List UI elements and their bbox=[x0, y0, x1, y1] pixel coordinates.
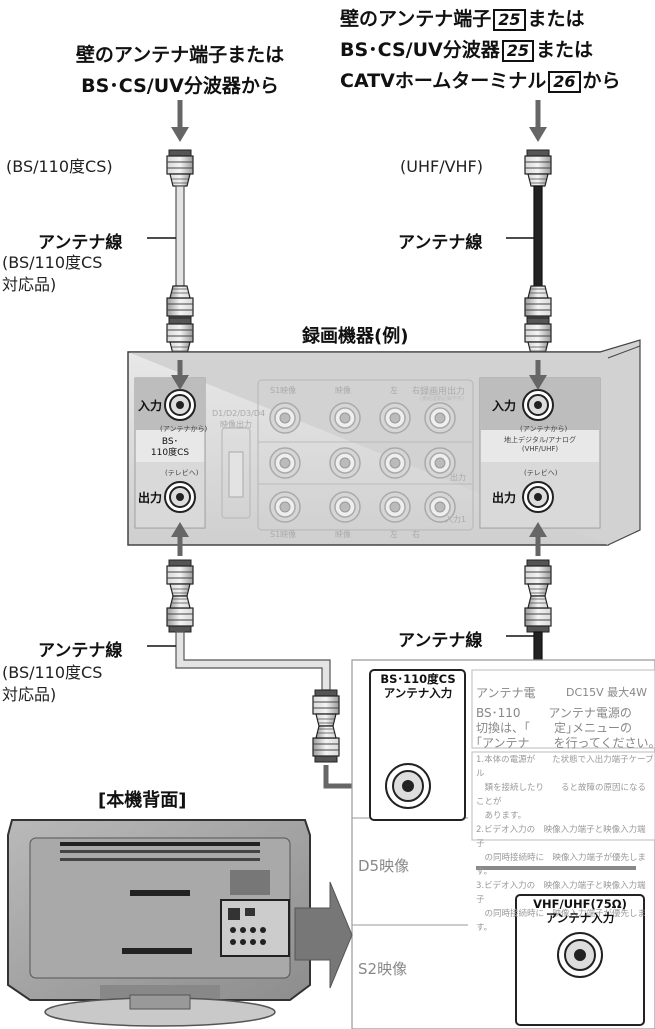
recorder-rec-out-sub: (番組連動記録不可) bbox=[420, 396, 464, 402]
antenna-cable-label-left-top: アンテナ線 bbox=[38, 233, 123, 253]
panel-text1: BS･110 アンテナ電源の bbox=[476, 706, 632, 720]
left-lower-cable bbox=[147, 559, 340, 763]
panel-dc-spec: DC15V 最大4W bbox=[566, 686, 648, 699]
recorder-vhf-output-jack bbox=[522, 481, 554, 513]
arrow-out-recorder-left bbox=[171, 522, 189, 556]
recorder-bs-input-label: 入力 bbox=[138, 399, 163, 413]
left-top-signal-label: (BS/110度CS) bbox=[6, 157, 113, 176]
arrow-down-right-top bbox=[529, 100, 547, 142]
recorder-video-out-label: 映像出力 bbox=[220, 420, 252, 429]
page-ref-26[interactable]: 26 bbox=[548, 71, 581, 93]
recorder-title: 録画機器(例) bbox=[302, 326, 409, 347]
recorder-bs-input-jack bbox=[164, 389, 196, 421]
panel-d5-video: D5映像 bbox=[358, 857, 410, 875]
recorder-vhf-input-jack bbox=[522, 389, 554, 421]
panel-s2-video: S2映像 bbox=[358, 960, 408, 978]
recorder-video-top: 映像 bbox=[335, 386, 351, 395]
left-source-label: 壁のアンテナ端子または BS･CS/UV分波器から bbox=[60, 40, 300, 102]
recorder-d-out-label: D1/D2/D3/D4 bbox=[212, 409, 266, 418]
recorder-device bbox=[127, 339, 641, 546]
antenna-cable-label-right-top: アンテナ線 bbox=[398, 233, 483, 253]
left-top-cable bbox=[147, 149, 194, 355]
antenna-cable-label-left-bottom: アンテナ線 bbox=[38, 641, 123, 661]
panel-vhf-input-label: VHF/UHF(75Ω) アンテナ入力 bbox=[533, 897, 627, 925]
recorder-bs-to-tv: (テレビへ) bbox=[165, 469, 199, 477]
recorder-out-label: 出力 bbox=[450, 473, 466, 482]
recorder-rec-out: 録画用出力 bbox=[420, 387, 466, 397]
recorder-bs-output-label: 出力 bbox=[138, 491, 163, 505]
recorder-in1-label: 入力1 bbox=[445, 515, 467, 524]
recorder-vhf-to-tv: (テレビへ) bbox=[524, 469, 558, 477]
cable-note-left-bottom: (BS/110度CS 対応品) bbox=[2, 663, 103, 704]
panel-notes: 1.本体の電源が た状態で入出力端子ケーブル 類を接続したり ると故障の原因にな… bbox=[476, 755, 654, 933]
left-source-line1: 壁のアンテナ端子または bbox=[75, 44, 285, 66]
panel-bs-input-label: BS･110度CS アンテナ入力 bbox=[380, 672, 456, 700]
tv-terminal-panel bbox=[351, 659, 655, 1029]
zoom-arrow bbox=[294, 881, 353, 989]
tv-back-title: [本機背面] bbox=[98, 790, 187, 811]
recorder-vhf-from-antenna: (アンテナから) bbox=[520, 425, 568, 433]
arrow-down-left-top bbox=[171, 100, 189, 142]
recorder-right-bottom: 右 bbox=[412, 530, 420, 539]
arrow-into-recorder-right bbox=[529, 360, 547, 390]
arrow-into-recorder-left bbox=[171, 360, 189, 390]
recorder-s1-video-top: S1映像 bbox=[270, 386, 297, 395]
antenna-cable-label-right-bottom: アンテナ線 bbox=[398, 631, 483, 651]
right-top-signal-label: (UHF/VHF) bbox=[400, 157, 483, 176]
recorder-left-top: 左 bbox=[390, 386, 398, 395]
panel-text2: 切換は、｢ 定｣メニューの bbox=[476, 721, 633, 735]
page-ref-25b[interactable]: 25 bbox=[501, 40, 534, 62]
recorder-vhf-output-label: 出力 bbox=[492, 491, 517, 505]
recorder-bs-output-jack bbox=[164, 481, 196, 513]
right-top-cable bbox=[506, 149, 552, 355]
left-source-line2: BS･CS/UV分波器から bbox=[81, 75, 279, 97]
recorder-left-bottom: 左 bbox=[390, 530, 398, 539]
recorder-video-bottom: 映像 bbox=[335, 530, 351, 539]
recorder-s1-video-bottom: S1映像 bbox=[270, 530, 297, 539]
arrow-out-recorder-right bbox=[529, 522, 547, 556]
page-ref-25a[interactable]: 25 bbox=[493, 9, 526, 31]
recorder-right-top: 右 bbox=[412, 386, 420, 395]
recorder-terrestrial-label: 地上デジタル/アナログ (VHF/UHF) bbox=[503, 436, 577, 453]
tv-back bbox=[7, 819, 311, 1027]
panel-antenna-power: アンテナ電 bbox=[476, 686, 536, 700]
panel-text3: ｢アンテナ を行ってください。 bbox=[476, 736, 655, 750]
recorder-bs-from-antenna: (アンテナから) bbox=[160, 425, 208, 433]
cable-note-left-top: (BS/110度CS 対応品) bbox=[2, 253, 103, 294]
recorder-vhf-input-label: 入力 bbox=[492, 399, 517, 413]
recorder-bs-label: BS･ 110度CS bbox=[150, 437, 190, 458]
